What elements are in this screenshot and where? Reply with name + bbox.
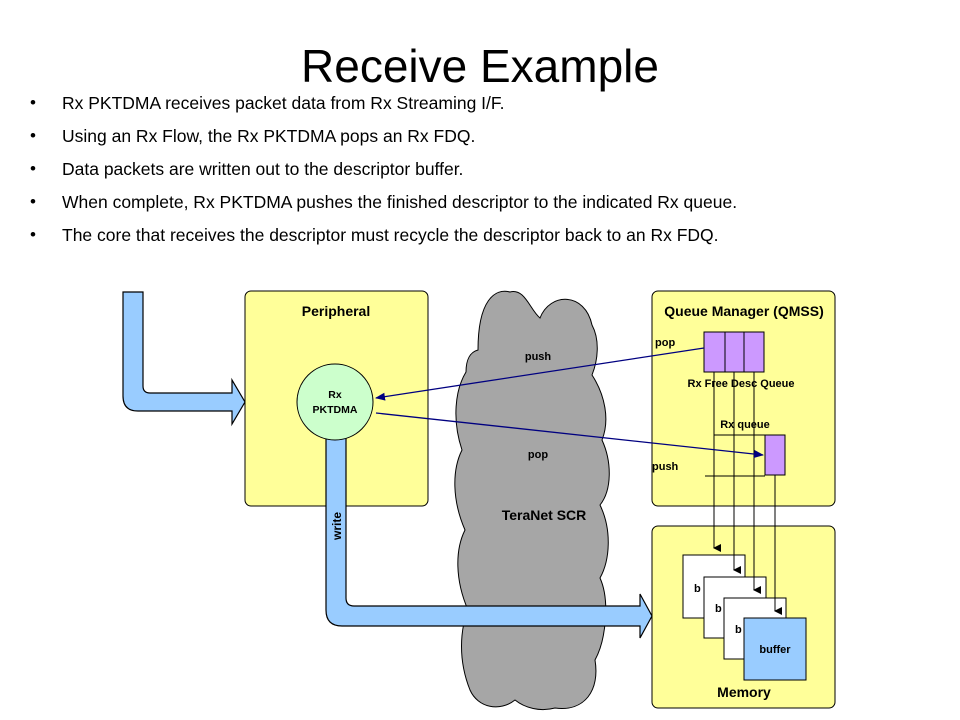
bullet-item: Data packets are written out to the desc… [30,158,940,180]
qmss-pop-label: pop [655,337,675,349]
bullet-item: When complete, Rx PKTDMA pushes the fini… [30,191,940,213]
push-signal-line [375,412,764,459]
bullet-item: Rx PKTDMA receives packet data from Rx S… [30,92,940,114]
rx-pktdma [296,363,374,441]
descriptor-pointer-lines [705,372,782,615]
rx-free-desc-queue-label: Rx Free Desc Queue [688,378,795,390]
rx-pktdma-line2: PKTDMA [313,404,358,416]
write-arrow [325,429,653,639]
bullet-list: Rx PKTDMA receives packet data from Rx S… [30,92,940,257]
streaming-input-arrow [122,291,246,427]
peripheral-label: Peripheral [302,303,370,319]
descriptor-buffer-b: b [735,624,742,636]
rx-queue-label: Rx queue [720,419,770,431]
bullet-item: The core that receives the descriptor mu… [30,224,940,246]
bullet-item: Using an Rx Flow, the Rx PKTDMA pops an … [30,125,940,147]
descriptor-buffer-b: b [694,583,701,595]
slide-title: Receive Example [301,40,659,92]
teranet-push-label: push [525,351,552,363]
qmss-box [651,290,836,507]
teranet-cloud [454,290,610,711]
descriptor-buffer-front [743,617,807,681]
rx-pktdma-line1: Rx [328,389,342,401]
qmss-push-label: push [652,461,679,473]
pop-signal-line [375,347,705,401]
teranet-pop-label: pop [528,449,548,461]
qmss-label: Queue Manager (QMSS) [664,303,823,319]
write-label: write [330,512,344,541]
memory-label: Memory [717,684,771,700]
descriptor-buffer-b: b [715,603,722,615]
rx-free-desc-queue [703,331,765,373]
buffer-label: buffer [759,644,791,656]
rx-queue [764,434,786,476]
teranet-label: TeraNet SCR [502,507,587,523]
